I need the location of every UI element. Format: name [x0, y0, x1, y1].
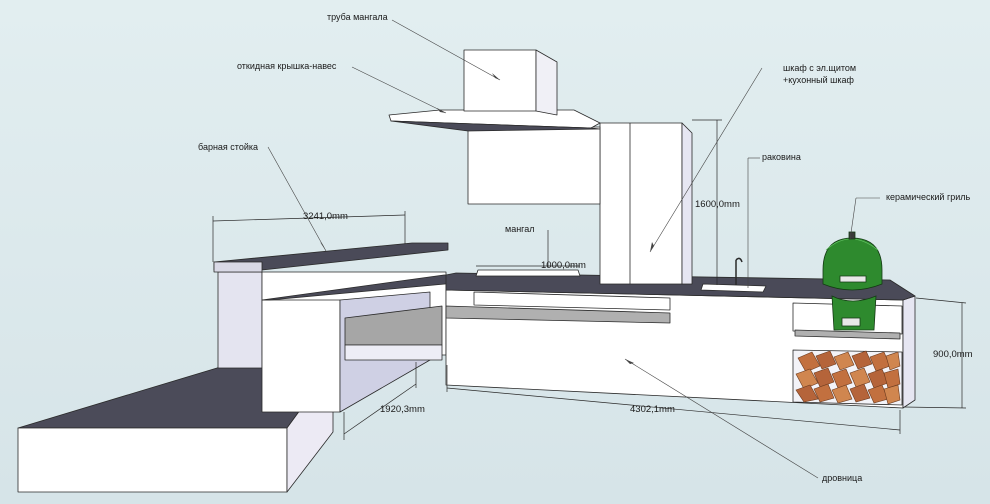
grill-drawer	[473, 291, 671, 311]
chimney-side	[535, 49, 558, 116]
cabinet-label-line1: шкаф с эл.щитом	[783, 63, 857, 73]
main-counter-side	[902, 295, 916, 409]
canopy-label: откидная крышка-навес	[237, 61, 337, 71]
main-counter-top	[445, 272, 916, 301]
woodpile-label: дровница	[822, 473, 863, 483]
main-length-dim: 4302,1mm	[630, 404, 675, 415]
hood-body	[467, 126, 601, 205]
grill-width-dim: 1000,0mm	[541, 260, 586, 271]
cabinet-height-dim: 1600,0mm	[695, 199, 740, 210]
cabinet-front	[599, 122, 683, 285]
grill-label: мангал	[505, 224, 535, 234]
sink-label: раковина	[762, 152, 801, 162]
bar-label: барная стойка	[198, 142, 259, 152]
chimney-front	[463, 49, 537, 112]
bar-length-dim: 3241,0mm	[303, 211, 348, 222]
firewood-logs	[795, 350, 901, 405]
bench-front	[17, 427, 288, 493]
canopy-underside	[390, 120, 601, 132]
side-length-dim: 1920,3mm	[380, 404, 425, 415]
cabinet-label-line2: +кухонный шкаф	[783, 75, 854, 85]
cabinet-side	[681, 122, 693, 285]
grill-niche-shelf	[794, 329, 901, 340]
bar-lower-body	[261, 299, 341, 413]
pipe-label: труба мангала	[327, 12, 388, 22]
bar-top-edge	[213, 261, 263, 273]
counter-height-dim: 900,0mm	[933, 349, 973, 360]
bar-pedestal	[217, 271, 263, 369]
ceramic-grill	[822, 231, 883, 331]
main-shelf	[445, 305, 671, 324]
grill-slot	[475, 269, 581, 277]
bar-shelf-front	[344, 344, 443, 361]
sink-bowl	[700, 283, 767, 293]
ceramic-grill-label: керамический гриль	[886, 192, 971, 202]
